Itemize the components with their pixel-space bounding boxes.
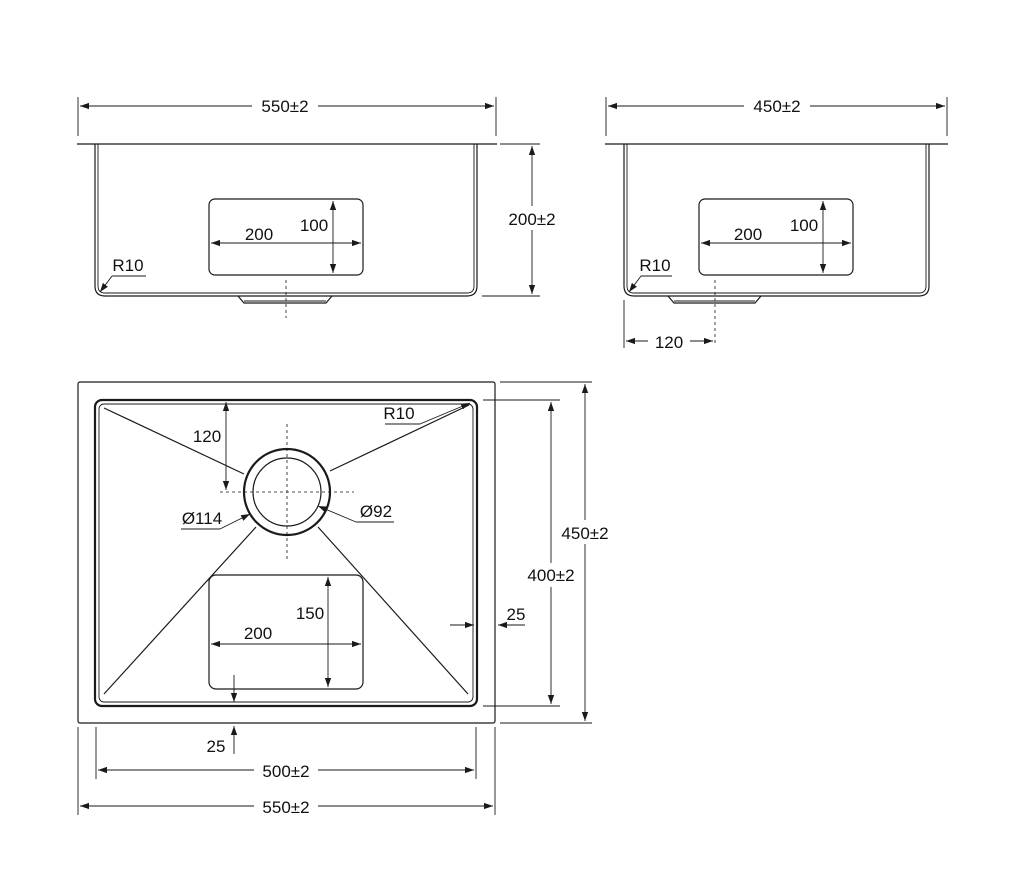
top-outer-rim [77, 381, 496, 724]
side-view-short: 450±2 200 100 R10 120 [605, 94, 948, 352]
top-bowl-outline [93, 398, 479, 708]
side-long-cutout-height-label: 100 [300, 216, 328, 235]
top-cutout [208, 574, 364, 690]
side-long-drain [237, 295, 333, 304]
side-short-width-label: 450±2 [753, 97, 800, 116]
top-inner-depth-label: 400±2 [527, 566, 574, 585]
side-short-cutout [698, 198, 854, 276]
top-outer-width-label: 550±2 [262, 798, 309, 817]
side-short-cutout-height-label: 100 [790, 216, 818, 235]
top-outer-depth-label: 450±2 [561, 524, 608, 543]
side-view-long: 550±2 200 100 R10 200±2 [77, 94, 562, 318]
top-outer-diameter-label: Ø114 [182, 509, 222, 528]
side-short-drain [667, 295, 762, 304]
side-long-radius-label: R10 [112, 256, 143, 275]
side-long-cutout [208, 198, 364, 276]
top-view: 120 R10 Ø114 Ø92 200 150 25 25 400±2 [77, 381, 614, 817]
side-long-width-label: 550±2 [261, 97, 308, 116]
side-long-bowl [94, 144, 478, 297]
top-flange-label: 25 [507, 605, 526, 624]
top-inner-diameter-label: Ø92 [360, 502, 392, 521]
top-cutout-width-label: 200 [244, 624, 272, 643]
side-short-bowl [623, 144, 930, 297]
side-long-cutout-width-label: 200 [245, 225, 273, 244]
side-short-radius-label: R10 [639, 256, 670, 275]
top-cutout-height-label: 150 [296, 604, 324, 623]
top-inner-width-label: 500±2 [262, 762, 309, 781]
top-cutout-offset-label: 25 [207, 737, 226, 756]
side-long-height-label: 200±2 [508, 210, 555, 229]
side-short-drain-offset-label: 120 [655, 333, 683, 352]
top-radius-label: R10 [383, 404, 414, 423]
side-short-cutout-width-label: 200 [734, 225, 762, 244]
top-drain-offset-label: 120 [193, 427, 221, 446]
